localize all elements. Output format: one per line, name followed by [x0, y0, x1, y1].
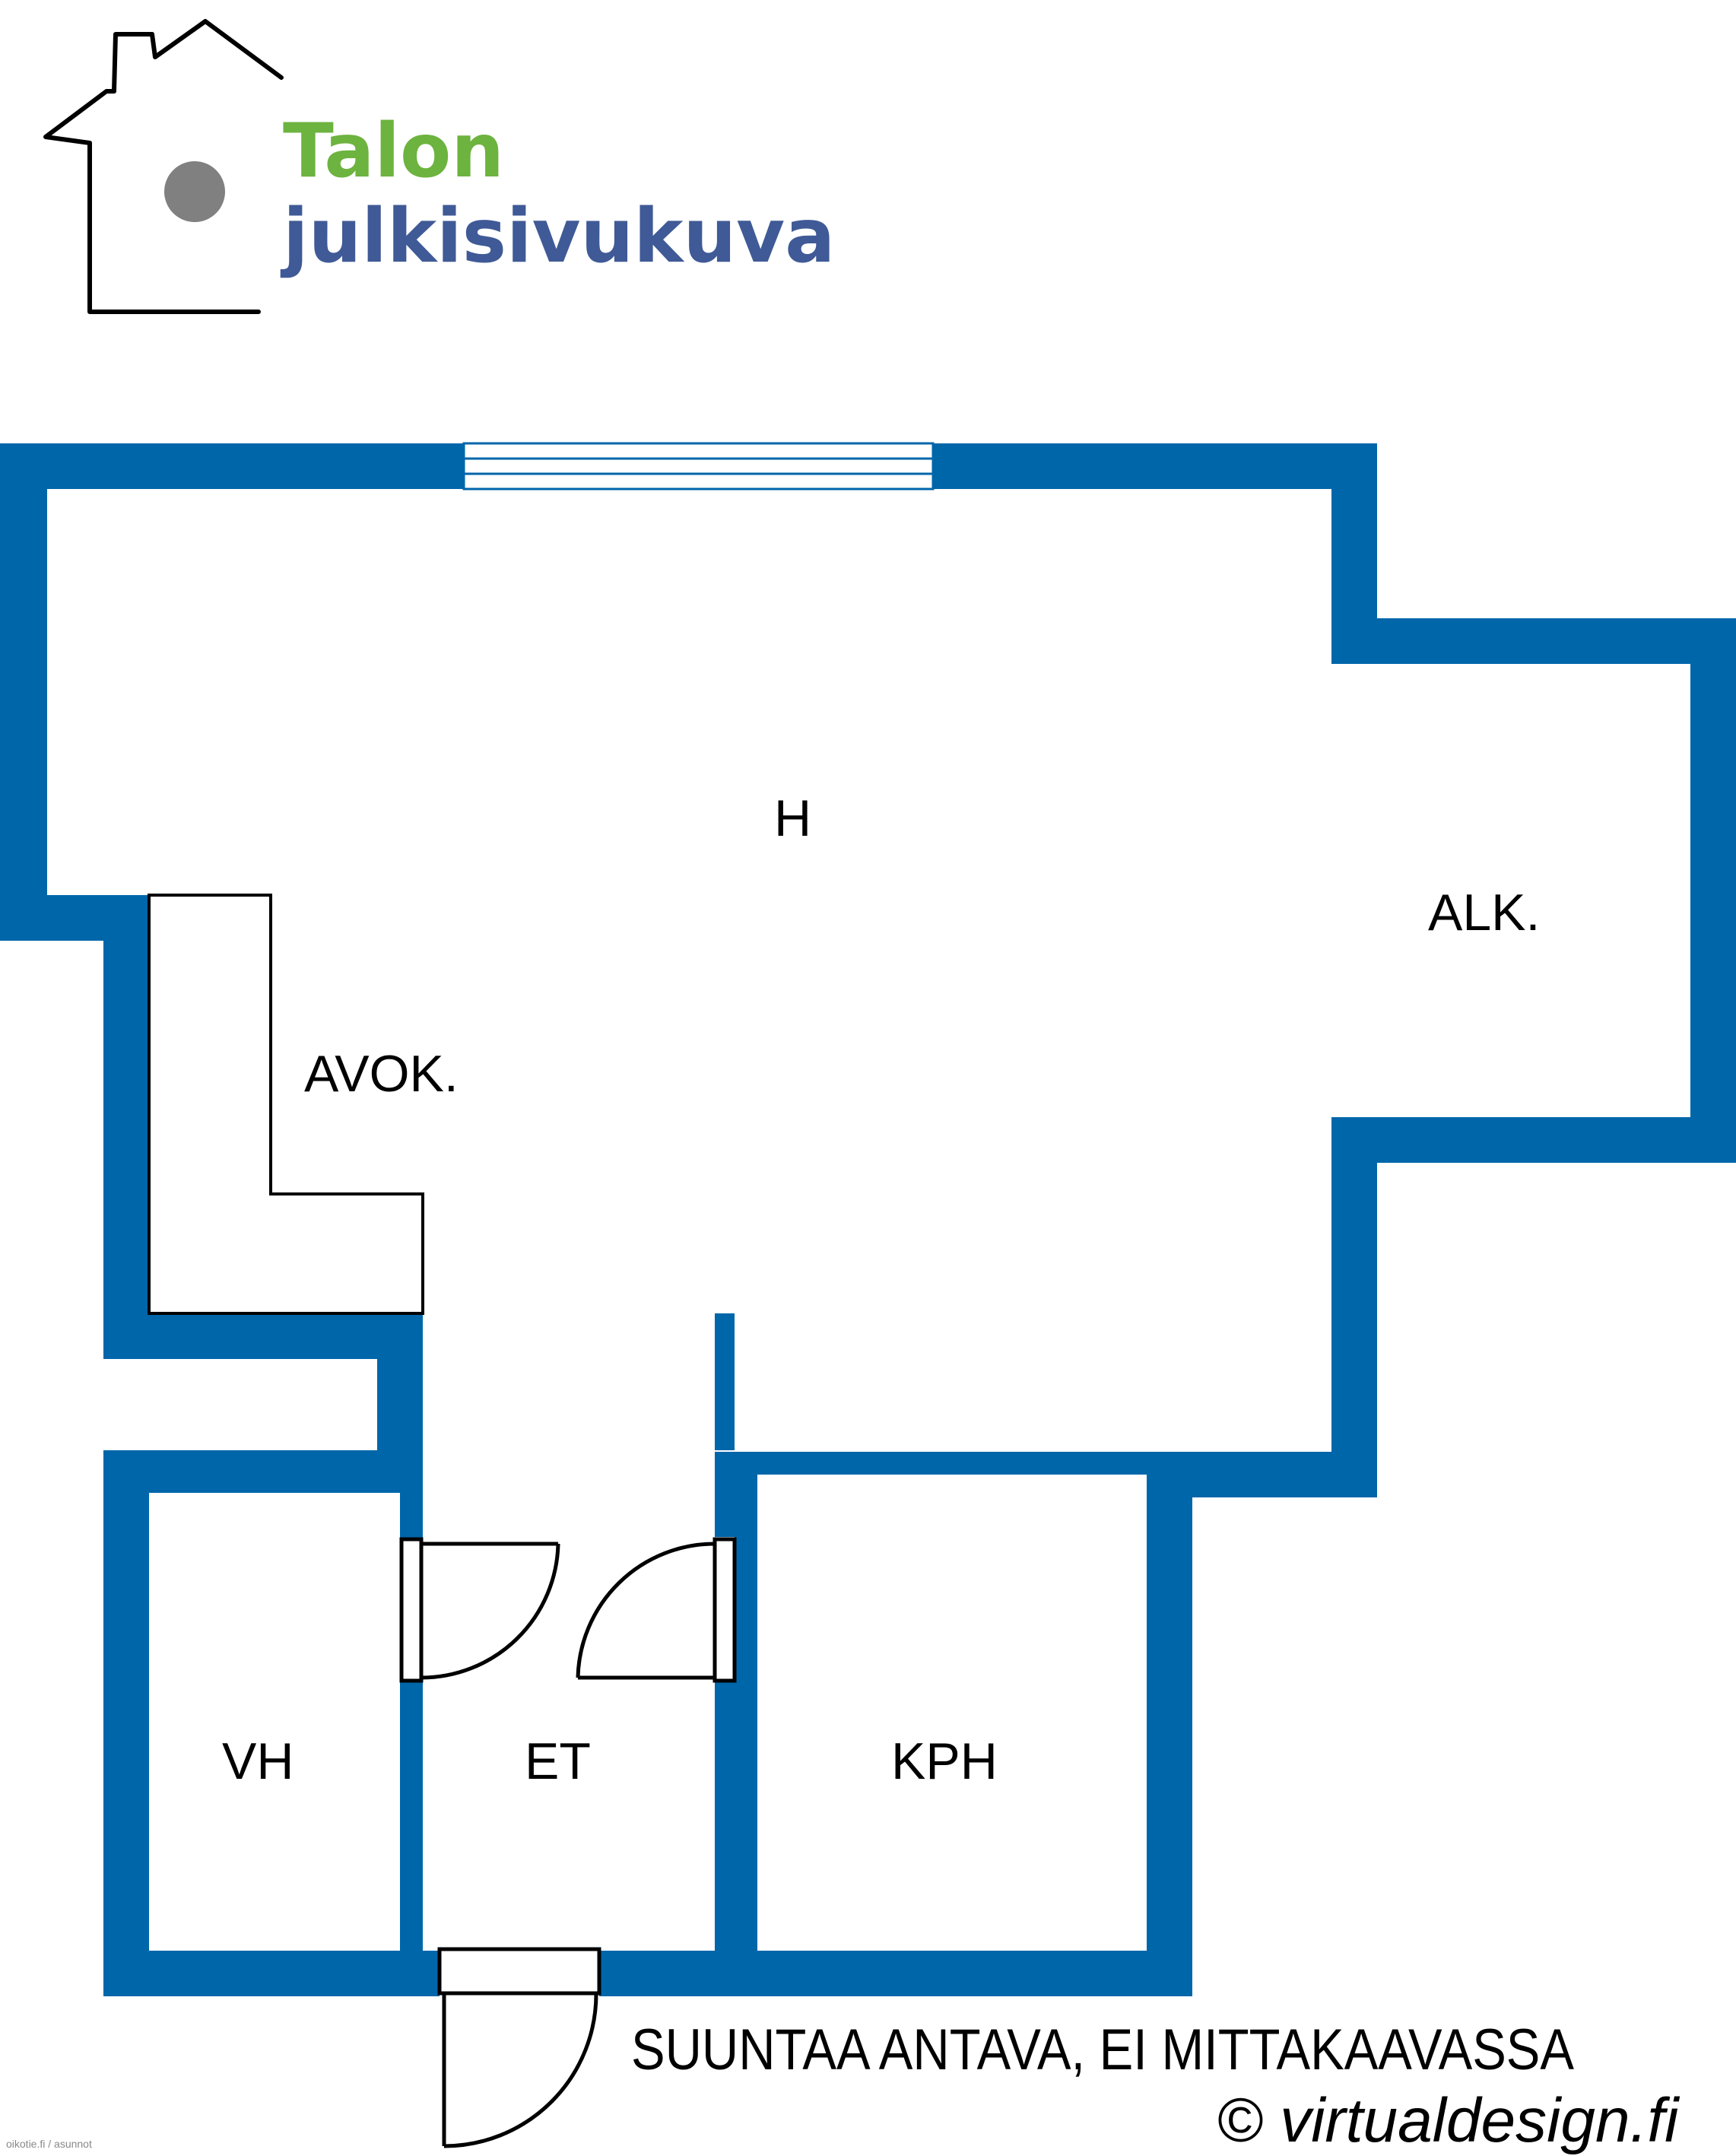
window — [462, 442, 935, 491]
room-label-kph: KPH — [891, 1732, 998, 1790]
room-label-alk: ALK. — [1428, 884, 1541, 941]
kitchen-counter — [148, 894, 424, 1315]
walls — [0, 443, 1736, 1996]
door-vh — [399, 1537, 560, 1683]
house-outline-icon — [43, 19, 284, 314]
room-label-avok: AVOK. — [304, 1045, 459, 1103]
scale-disclaimer: SUUNTAA ANTAVA, EI MITTAKAAVASSA — [631, 2018, 1575, 2082]
logo-title-line2: julkisivukuva — [283, 193, 836, 280]
door-kph — [576, 1537, 737, 1683]
logo-title-line1: Talon — [283, 108, 505, 195]
door-entrance — [437, 1947, 601, 2148]
room-label-et: ET — [525, 1732, 591, 1790]
copyright-notice: © virtualdesign.fi — [1217, 2086, 1679, 2155]
room-label-h: H — [774, 789, 812, 847]
room-label-vh: VH — [222, 1732, 294, 1790]
source-credit: oikotie.fi / asunnot — [6, 2138, 92, 2150]
logo-dot-icon — [164, 161, 225, 222]
